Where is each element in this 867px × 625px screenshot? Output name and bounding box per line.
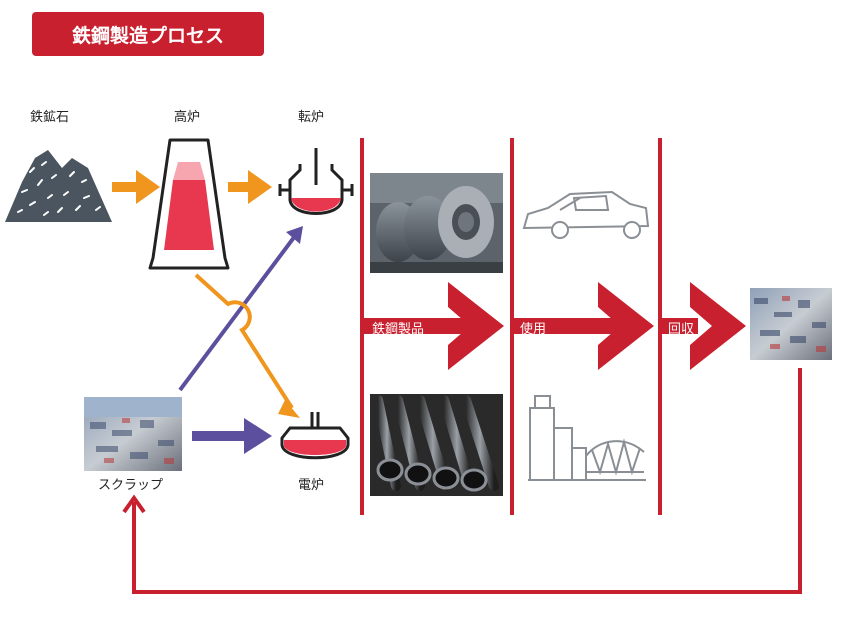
arrow-blast-to-converter bbox=[228, 170, 272, 204]
recovered-scrap-photo bbox=[750, 288, 832, 360]
scrap-photo bbox=[84, 397, 182, 471]
page-title: 鉄鋼製造プロセス bbox=[32, 12, 264, 56]
building-bridge-icon bbox=[528, 395, 646, 481]
arrow-scrap-to-electric-furnace bbox=[192, 418, 272, 454]
blast-furnace-icon bbox=[148, 138, 230, 270]
recycle-return-arrow bbox=[132, 368, 802, 594]
converter-icon bbox=[278, 148, 354, 215]
stage-arrow-steel-products bbox=[364, 282, 504, 370]
arrow-blast-to-electric-furnace bbox=[194, 273, 294, 410]
label-converter: 転炉 bbox=[298, 110, 325, 125]
steel-coil-photo bbox=[370, 173, 503, 273]
stage-arrow-recovery bbox=[662, 282, 746, 370]
label-scrap: スクラップ bbox=[98, 478, 164, 493]
steel-pipes-photo bbox=[370, 394, 503, 496]
label-blast-furnace: 高炉 bbox=[174, 110, 201, 125]
stage-label-use: 使用 bbox=[520, 322, 547, 337]
label-iron-ore: 鉄鉱石 bbox=[30, 110, 70, 125]
stage-label-steel-products: 鉄鋼製品 bbox=[372, 322, 425, 337]
mountain-ore-icon bbox=[5, 150, 112, 222]
arrow-ore-to-blast-furnace bbox=[112, 170, 160, 204]
stage-arrow-use bbox=[514, 282, 654, 370]
label-electric-furnace: 電炉 bbox=[298, 478, 325, 493]
stage-label-recovery: 回収 bbox=[668, 322, 695, 337]
car-icon bbox=[522, 190, 650, 239]
electric-furnace-icon bbox=[280, 412, 350, 460]
stage-dividers bbox=[360, 138, 662, 515]
arrow-scrap-to-converter bbox=[178, 226, 303, 392]
